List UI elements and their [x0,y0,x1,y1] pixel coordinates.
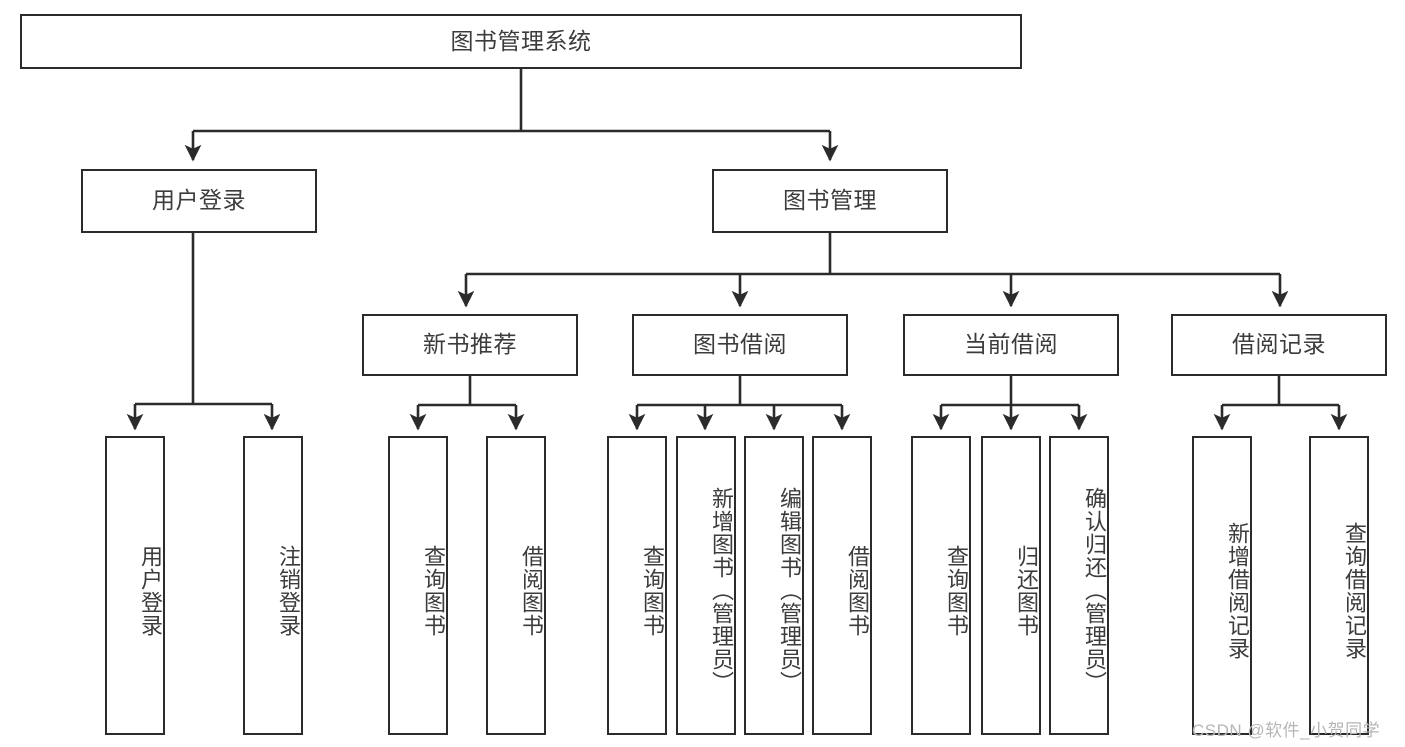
leaf-add-borrow-record[interactable]: 新增借阅记录 [1192,436,1252,735]
node-label: 新增图书（管理员） [709,487,734,694]
node-label: 新书推荐 [423,331,517,358]
csdn-watermark: CSDN @软件_小贺同学 [1192,721,1381,740]
leaf-query-borrow-record[interactable]: 查询借阅记录 [1309,436,1369,735]
leaf-logout-login[interactable]: 注销登录 [243,436,303,735]
node-label: 用户登录 [138,544,163,637]
leaf-borrow-book[interactable]: 借阅图书 [812,436,872,735]
node-label: 借阅图书 [519,544,544,637]
node-label: 查询图书 [640,544,665,637]
node-label: 借阅记录 [1232,331,1326,358]
node-book-management[interactable]: 图书管理 [712,169,948,233]
leaf-borrow-book-new-book[interactable]: 借阅图书 [486,436,546,735]
node-label: 图书管理系统 [450,27,592,54]
node-current-borrowing[interactable]: 当前借阅 [903,314,1119,376]
node-label: 图书借阅 [693,331,787,358]
leaf-confirm-return-admin[interactable]: 确认归还（管理员） [1049,436,1109,735]
node-label: 查询图书 [944,544,969,637]
node-label: 确认归还（管理员） [1082,487,1107,694]
node-new-book-recommendation[interactable]: 新书推荐 [362,314,578,376]
node-label: 当前借阅 [964,331,1058,358]
leaf-user-login[interactable]: 用户登录 [105,436,165,735]
leaf-edit-book-admin[interactable]: 编辑图书（管理员） [744,436,804,735]
node-label: 注销登录 [276,544,301,637]
leaf-query-book-new-book[interactable]: 查询图书 [388,436,448,735]
node-root-book-management-system[interactable]: 图书管理系统 [20,14,1022,69]
node-label: 用户登录 [152,187,246,214]
leaf-query-book-borrow[interactable]: 查询图书 [607,436,667,735]
node-label: 借阅图书 [845,544,870,637]
node-borrowing-record[interactable]: 借阅记录 [1171,314,1387,376]
node-label: 查询图书 [421,544,446,637]
node-book-borrowing[interactable]: 图书借阅 [632,314,848,376]
node-label: 图书管理 [783,187,877,214]
node-user-login[interactable]: 用户登录 [81,169,317,233]
leaf-add-book-admin[interactable]: 新增图书（管理员） [676,436,736,735]
node-label: 归还图书 [1014,544,1039,637]
leaf-query-book-current[interactable]: 查询图书 [911,436,971,735]
leaf-return-book[interactable]: 归还图书 [981,436,1041,735]
node-label: 查询借阅记录 [1342,521,1367,660]
node-label: 编辑图书（管理员） [777,487,802,694]
node-label: 新增借阅记录 [1225,521,1250,660]
